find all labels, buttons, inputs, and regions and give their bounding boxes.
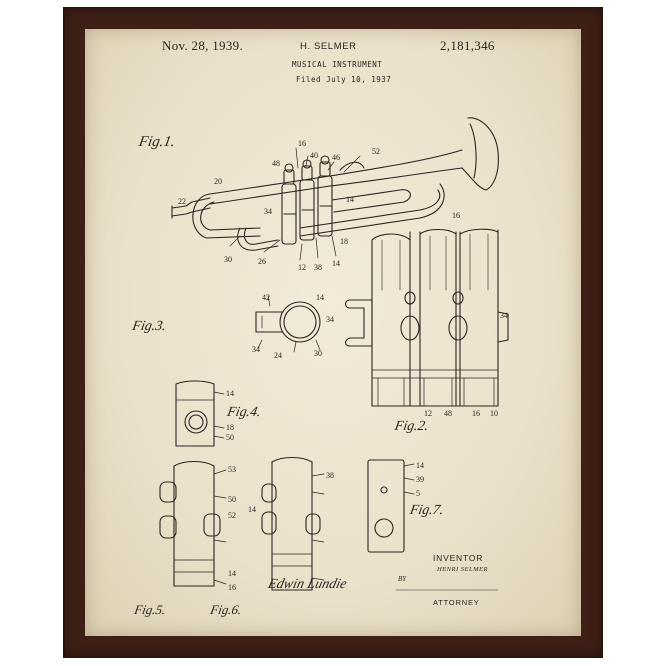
fig5-piston-side-drawing (159, 460, 227, 587)
ref-numeral: 14 (316, 293, 324, 302)
ref-numeral: 16 (298, 139, 306, 148)
fig7-valve-casing-drawing (367, 459, 415, 553)
ref-numeral: 14 (416, 461, 424, 470)
ref-numeral: 52 (228, 511, 236, 520)
fig3-valve-section-drawing (255, 295, 321, 353)
fig5-label: Fig.5. (132, 602, 167, 617)
ref-numeral: 10 (490, 409, 498, 418)
ref-numeral: 20 (214, 177, 222, 186)
ref-numeral: 34 (264, 207, 272, 216)
ref-numeral: 34 (252, 345, 260, 354)
inventor-name: HENRI SELMER (437, 566, 488, 573)
ref-numeral: 34 (326, 315, 334, 324)
ref-numeral: 16 (228, 583, 236, 592)
ref-numeral: 53 (228, 465, 236, 474)
ref-numeral: 12 (424, 409, 432, 418)
patent-title: MUSICAL INSTRUMENT (292, 60, 383, 69)
ref-numeral: 24 (274, 351, 282, 360)
ref-numeral: 52 (372, 147, 380, 156)
ref-numeral: 22 (178, 197, 186, 206)
patent-filed-date: Filed July 10, 1937 (296, 75, 392, 84)
ref-numeral: 39 (416, 475, 424, 484)
ref-numeral: 46 (332, 153, 340, 162)
fig1-label: Fig.1. (137, 134, 177, 150)
fig2-label: Fig.2. (392, 418, 429, 434)
ref-numeral: 16 (472, 409, 480, 418)
ref-numeral: 14 (226, 389, 234, 398)
fig3-label: Fig.3. (130, 318, 167, 334)
attorney-signature: Edwin Lundie (265, 576, 348, 592)
ref-numeral: 34 (500, 311, 508, 320)
ref-numeral: 5 (416, 489, 420, 498)
inventor-label: INVENTOR (433, 553, 484, 563)
ref-numeral: 38 (314, 263, 322, 272)
ref-numeral: 30 (314, 349, 322, 358)
fig1-trumpet-drawing (171, 117, 499, 261)
patent-inventor-header: H. SELMER (300, 41, 357, 52)
ref-numeral: 48 (444, 409, 452, 418)
patent-date: Nov. 28, 1939. (162, 38, 243, 53)
patent-number: 2,181,346 (440, 38, 495, 53)
ref-numeral: 42 (262, 293, 270, 302)
ref-numeral: 48 (272, 159, 280, 168)
fig6-piston-drawing (261, 456, 325, 591)
by-label: BY (398, 575, 407, 583)
ref-numeral: 18 (340, 237, 348, 246)
ref-numeral: 18 (226, 423, 234, 432)
ref-numeral: 26 (258, 257, 266, 266)
ref-numeral: 12 (298, 263, 306, 272)
ref-numeral: 14 (228, 569, 236, 578)
ref-numeral: 16 (452, 211, 460, 220)
fig4-piston-detail-drawing (175, 380, 225, 447)
ref-numeral: 14 (248, 505, 256, 514)
ref-numeral: 14 (346, 195, 354, 204)
ref-numeral: 30 (224, 255, 232, 264)
ref-numeral: 40 (310, 151, 318, 160)
fig7-label: Fig.7. (408, 502, 445, 518)
fig4-label: Fig.4. (225, 404, 262, 420)
fig6-label: Fig.6. (208, 602, 243, 617)
ref-numeral: 50 (228, 495, 236, 504)
ref-numeral: 38 (326, 471, 334, 480)
ref-numeral: 50 (226, 433, 234, 442)
attorney-label: ATTORNEY (433, 598, 480, 607)
fig2-valve-cluster-drawing (344, 228, 509, 407)
ref-numeral: 14 (332, 259, 340, 268)
